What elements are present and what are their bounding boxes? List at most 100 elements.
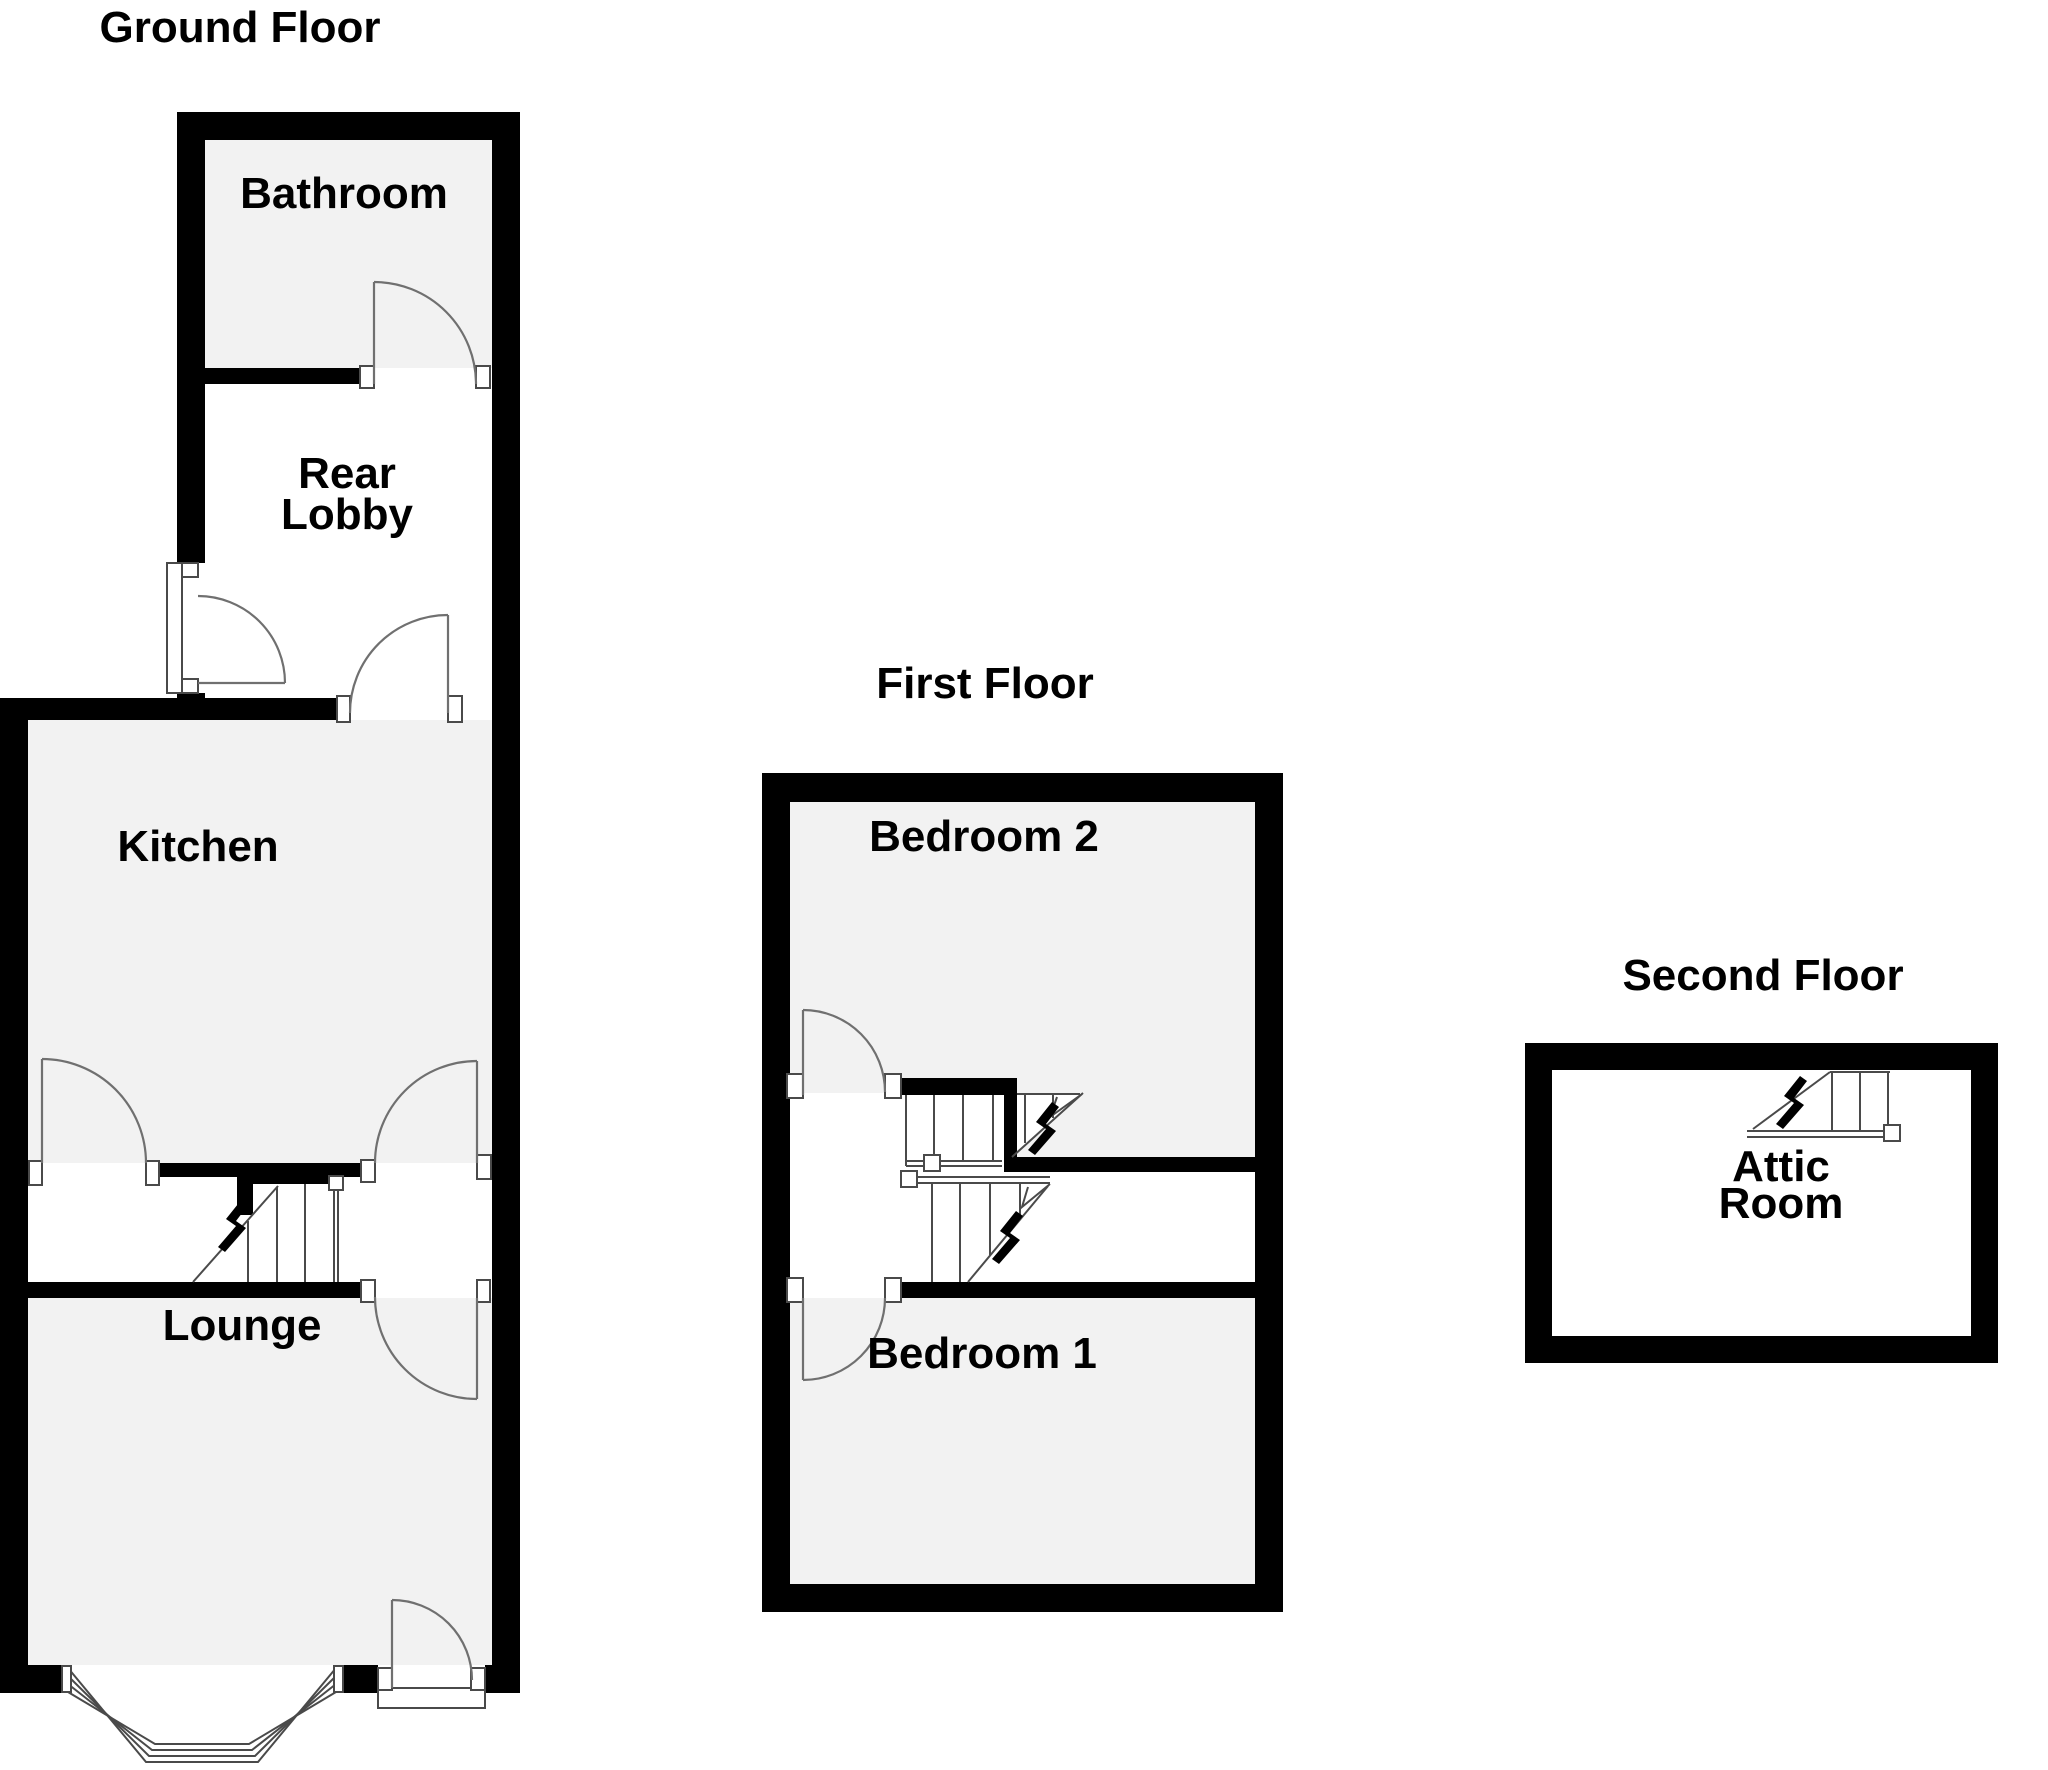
lounge-room <box>28 1298 492 1665</box>
wall-segment <box>901 1078 1017 1095</box>
bedroom2-label: Bedroom 2 <box>869 812 1099 861</box>
lounge-door <box>360 1279 491 1401</box>
door-swing-arc <box>373 280 478 385</box>
door-swing-arc <box>41 1057 148 1164</box>
bathroom-room <box>205 140 492 368</box>
bedroom1-door <box>786 1277 902 1382</box>
wall-segment <box>1525 1043 1552 1363</box>
second-floor-walls <box>1525 1043 1998 1363</box>
door-swing-arc <box>802 1297 887 1382</box>
kitchen-room <box>28 720 492 1163</box>
door-jamb <box>786 1073 804 1099</box>
stair-break-zigzag <box>218 1199 249 1252</box>
door-swing-arc <box>391 1598 474 1681</box>
wall-segment <box>762 1584 1283 1612</box>
wall-segment <box>177 368 361 384</box>
ground-floor-title: Ground Floor <box>99 3 380 52</box>
kitchen-label: Kitchen <box>117 822 278 871</box>
wall-segment <box>1007 1157 1255 1172</box>
wall-segment <box>762 773 1283 802</box>
door-frame <box>166 562 183 694</box>
stair-break-line <box>1011 1092 1084 1158</box>
door-swing-arc <box>348 613 449 714</box>
door-swing-arc <box>197 594 287 684</box>
door-jamb <box>377 1667 393 1691</box>
door-jamb <box>145 1160 160 1186</box>
stair-newel-post <box>900 1170 918 1188</box>
door-jamb <box>476 1279 491 1303</box>
stair-newel-post <box>1883 1124 1901 1142</box>
wall-segment <box>1255 773 1283 1612</box>
kitchen-hall-door-left <box>28 1057 160 1186</box>
wall-segment <box>0 698 28 1693</box>
ground-floor-plan: Ground Floor Bathroom Rear Lobby Kitchen… <box>0 3 520 1763</box>
door-jamb <box>884 1073 902 1099</box>
door-swing-arc <box>373 1296 478 1401</box>
door-jamb <box>181 562 199 578</box>
first-floor-lower-stairs <box>900 1170 1051 1283</box>
wall-segment <box>762 773 790 1612</box>
wall-segment <box>0 698 337 720</box>
attic-room-label-line2: Room <box>1719 1179 1844 1228</box>
stair-direction-arrow <box>1020 1183 1051 1210</box>
wall-segment <box>1004 1095 1017 1172</box>
door-swing-arc <box>373 1059 478 1164</box>
stair-newel-post <box>328 1175 344 1191</box>
wall-segment <box>901 1282 1255 1298</box>
wall-segment <box>159 1163 361 1177</box>
wall-segment <box>492 112 520 1693</box>
door-swing-arc <box>802 1008 887 1093</box>
second-floor-plan: Second Floor Attic Room <box>1525 951 1998 1363</box>
bathroom-label: Bathroom <box>240 169 448 218</box>
door-jamb <box>360 1279 376 1303</box>
door-jamb <box>476 1154 492 1180</box>
first-floor-walls <box>762 773 1283 1612</box>
first-floor-upper-stairs <box>905 1092 1084 1172</box>
bedroom2-room-extension <box>1012 1093 1255 1157</box>
bay-window <box>61 1665 344 1763</box>
front-door <box>377 1598 486 1709</box>
door-jamb <box>447 695 463 723</box>
first-floor-plan: First Floor Bedroom 2 Bedroom 1 <box>762 659 1283 1612</box>
bay-window-glazing <box>67 1691 337 1745</box>
rear-lobby-label-line2: Lobby <box>281 490 414 539</box>
lobby-kitchen-door <box>336 613 463 723</box>
second-floor-title: Second Floor <box>1622 951 1903 1000</box>
door-jamb <box>28 1160 43 1186</box>
bedroom1-label: Bedroom 1 <box>867 1329 1097 1378</box>
stair-break-zigzag <box>1028 1102 1059 1155</box>
kitchen-hall-door-right <box>360 1059 492 1183</box>
wall-segment <box>1971 1043 1998 1363</box>
attic-stairs <box>1747 1071 1901 1142</box>
ground-floor-walls <box>0 112 520 1693</box>
wall-segment <box>1525 1336 1998 1363</box>
bay-window-end-cap <box>61 1665 72 1693</box>
door-jamb <box>470 1667 486 1691</box>
door-jamb <box>786 1277 804 1303</box>
bedroom2-door <box>786 1008 902 1099</box>
stair-break-zigzag <box>1776 1076 1807 1129</box>
back-door <box>166 562 287 694</box>
bathroom-door <box>359 280 491 389</box>
bedroom2-room <box>790 802 1255 1093</box>
lounge-label: Lounge <box>163 1301 322 1350</box>
stair-break-zigzag <box>992 1211 1023 1264</box>
wall-segment <box>1525 1043 1998 1070</box>
wall-segment <box>253 1177 337 1184</box>
wall-segment <box>485 1665 520 1693</box>
stair-newel-post <box>923 1154 941 1172</box>
door-jamb <box>884 1277 902 1303</box>
bay-window-end-cap <box>333 1665 344 1693</box>
door-jamb <box>359 365 375 389</box>
attic-room-label-line1: Attic <box>1732 1142 1830 1191</box>
wall-segment <box>177 112 205 563</box>
door-jamb <box>336 695 351 723</box>
bedroom1-room <box>790 1298 1255 1584</box>
rear-lobby-label-line1: Rear <box>298 449 396 498</box>
door-jamb <box>475 365 491 389</box>
door-threshold <box>377 1687 486 1709</box>
wall-segment <box>177 112 520 140</box>
first-floor-title: First Floor <box>876 659 1094 708</box>
